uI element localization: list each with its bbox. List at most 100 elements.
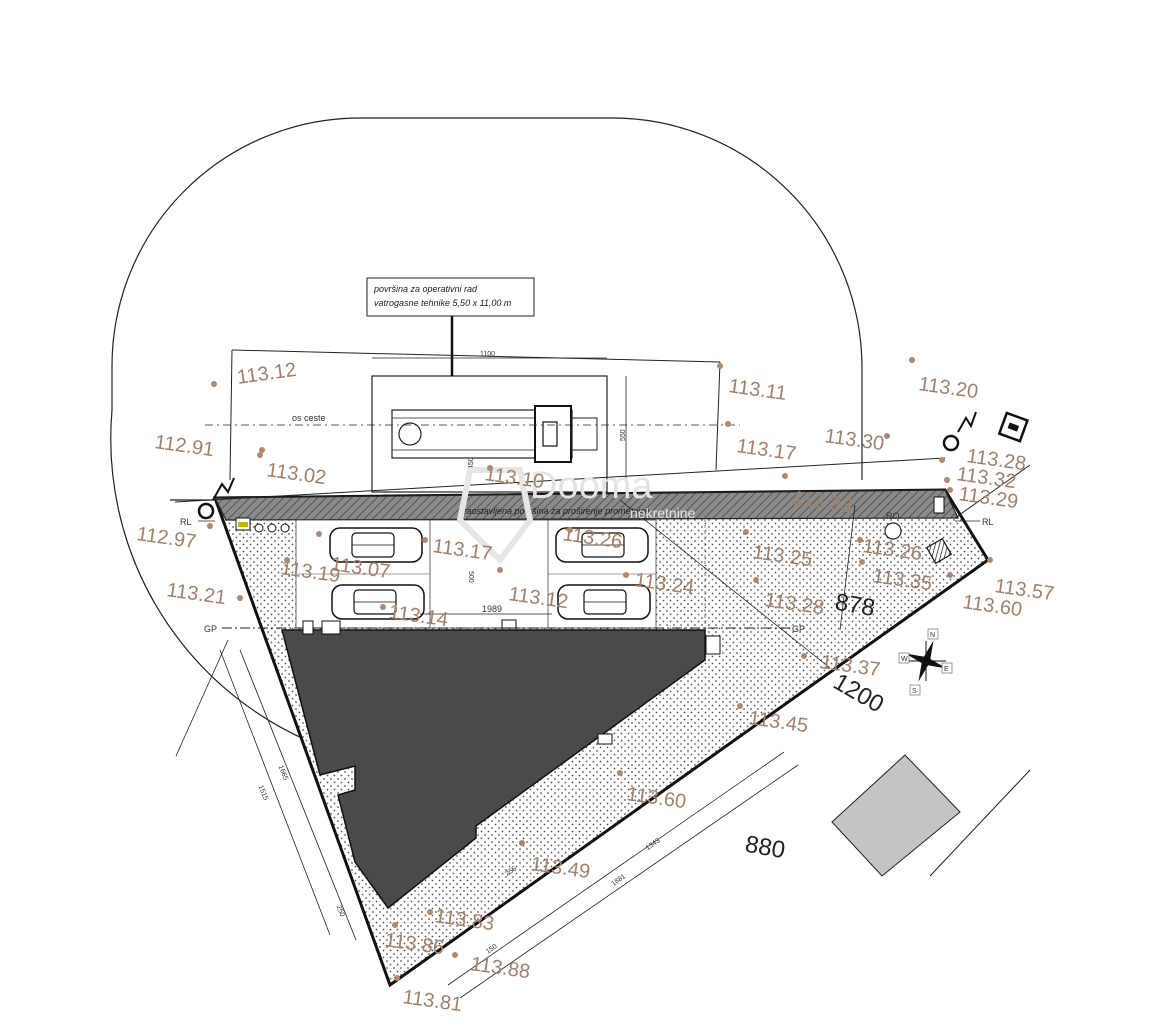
elevation-point-icon xyxy=(422,537,428,543)
elevation-point-icon xyxy=(753,577,759,583)
elevation-point-icon xyxy=(316,531,322,537)
elevation-point-icon xyxy=(884,433,890,439)
small-box-icon xyxy=(302,620,314,635)
elevation-point-icon xyxy=(497,567,503,573)
elevation-label: 113.17 xyxy=(735,435,797,465)
road-line xyxy=(231,349,721,363)
small-box-icon xyxy=(933,496,945,514)
elevation-point-icon xyxy=(737,703,743,709)
car-icon xyxy=(331,584,425,620)
compass-e: E xyxy=(944,666,949,673)
drain-grate-icon xyxy=(925,537,953,565)
elevation-point-icon xyxy=(394,975,400,981)
elevation-label: 113.37 xyxy=(819,651,881,681)
elevation-point-icon xyxy=(859,559,865,565)
elevation-point-icon xyxy=(947,487,953,493)
elevation-point-icon xyxy=(717,363,723,369)
compass-rose-icon: N S W E xyxy=(898,628,953,696)
elevation-point-icon xyxy=(725,421,731,427)
elevation-point-icon xyxy=(211,381,217,387)
elevation-point-icon xyxy=(782,473,788,479)
road-line xyxy=(174,457,946,503)
dim-1989: 1989 xyxy=(482,604,502,614)
small-box-icon xyxy=(597,733,613,745)
elevation-label: 112.97 xyxy=(135,523,197,553)
elevation-point-icon xyxy=(623,572,629,578)
elevation-point-icon xyxy=(939,457,945,463)
elevation-point-icon xyxy=(257,452,263,458)
fire-truck-icon xyxy=(391,405,598,463)
elevation-point-icon xyxy=(259,447,265,453)
elevation-point-icon xyxy=(944,477,950,483)
water-connection-icon xyxy=(197,477,235,520)
fire-truck-area xyxy=(371,375,608,493)
callout-box xyxy=(366,277,535,317)
elevation-point-icon xyxy=(392,922,398,928)
compass-w: W xyxy=(901,656,908,663)
dim-450: 450 xyxy=(468,457,475,469)
gp-label-right: GP xyxy=(792,624,805,634)
building-footprint xyxy=(281,629,706,910)
elevation-point-icon xyxy=(427,909,433,915)
small-box-icon xyxy=(321,620,341,635)
elevation-label: 113.12 xyxy=(236,359,298,389)
elevation-point-icon xyxy=(617,770,623,776)
callout-line2: vatrogasne tehnike 5,50 x 11,00 m xyxy=(374,298,512,308)
elevation-point-icon xyxy=(452,952,458,958)
car-icon xyxy=(557,584,651,620)
meter-boxes-icon xyxy=(235,517,290,533)
elevation-point-icon xyxy=(857,537,863,543)
elevation-label: 113.88 xyxy=(469,953,531,983)
road-widening-strip xyxy=(214,489,959,521)
elevation-label: 113.11 xyxy=(727,375,788,405)
watermark-sub: nekretnine xyxy=(630,505,696,521)
watermark-brand: Dooma xyxy=(530,465,653,507)
dim-250: 250 xyxy=(335,904,346,918)
dim-1515: 1515 xyxy=(257,784,269,801)
callout-line1: površina za operativni rad xyxy=(373,284,478,294)
elevation-label: 113.21 xyxy=(165,579,227,609)
elevation-point-icon xyxy=(284,557,290,563)
dim-500: 500 xyxy=(467,571,474,583)
elevation-point-icon xyxy=(947,572,953,578)
elevation-label: 113.02 xyxy=(265,459,327,489)
elevation-label: 113.45 xyxy=(747,707,809,737)
rl-label-right: RL xyxy=(982,517,994,527)
ro-label: RO xyxy=(886,511,900,521)
elevation-label: 113.30 xyxy=(823,425,885,455)
car-icon xyxy=(555,527,649,563)
ro-marker-icon xyxy=(884,522,902,540)
dim-1881: 1881 xyxy=(610,873,627,888)
watermark-logo-icon xyxy=(456,467,534,565)
road-axis-label: os ceste xyxy=(292,413,326,423)
elevation-point-icon xyxy=(801,653,807,659)
dim-1100: 1100 xyxy=(480,351,495,358)
elevation-point-icon xyxy=(519,840,525,846)
compass-s: S xyxy=(912,688,917,695)
widening-label: zaostavljena površina za proširenje prom… xyxy=(461,506,650,516)
compass-n: N xyxy=(930,632,935,639)
rl-label-left: RL xyxy=(180,517,192,527)
elevation-point-icon xyxy=(380,604,386,610)
elevation-label: 113.81 xyxy=(401,986,463,1016)
elevation-label: 113.20 xyxy=(917,373,979,403)
elevation-label: 112.91 xyxy=(153,431,215,461)
water-connection-icon xyxy=(942,411,977,452)
electric-box-icon xyxy=(997,411,1030,443)
dim-1343: 1343 xyxy=(645,837,662,852)
neighbour-building xyxy=(831,754,961,877)
gp-label-left: GP xyxy=(204,624,217,634)
dim-150: 150 xyxy=(485,943,499,955)
elevation-point-icon xyxy=(487,465,493,471)
elevation-point-icon xyxy=(743,529,749,535)
elevation-point-icon xyxy=(987,557,993,563)
elevation-point-icon xyxy=(567,527,573,533)
car-icon xyxy=(329,527,423,563)
elevation-point-icon xyxy=(909,357,915,363)
elevation-point-icon xyxy=(207,523,213,529)
distance-880: 880 xyxy=(743,831,787,865)
dim-550: 550 xyxy=(620,429,627,441)
small-box-icon xyxy=(501,619,517,629)
small-box-icon xyxy=(705,635,721,655)
